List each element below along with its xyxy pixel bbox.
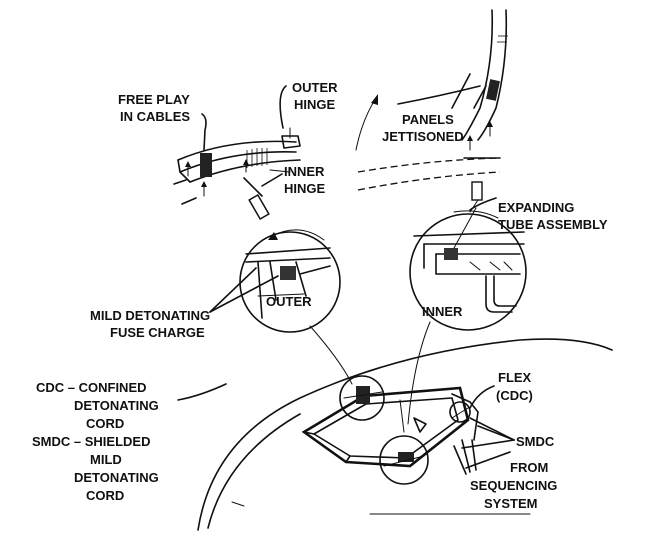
arrow-icon	[185, 159, 249, 197]
canopy-hinge-illustration	[173, 85, 301, 221]
label-panels-line2: JETTISONED	[382, 129, 464, 144]
label-from: FROM	[510, 460, 548, 475]
label-smdc-def-line2: MILD	[90, 452, 122, 467]
label-mdfc-line1: MILD DETONATING	[90, 308, 210, 323]
label-system: SYSTEM	[484, 496, 537, 511]
cable-bundle	[200, 148, 268, 177]
label-smdc-def-line4: CORD	[86, 488, 124, 503]
label-expanding-line1: EXPANDING	[498, 200, 574, 215]
label-flex-line1: FLEX	[498, 370, 532, 385]
detail-circle-outer	[239, 229, 341, 333]
label-mdfc-line2: FUSE CHARGE	[110, 325, 205, 340]
label-cdc-line2: DETONATING	[74, 398, 159, 413]
label-smdc-def-line3: DETONATING	[74, 470, 159, 485]
panels-jettisoned-illustration	[355, 9, 508, 213]
label-sequencing: SEQUENCING	[470, 478, 557, 493]
inner-hinge-piston	[243, 177, 270, 221]
label-flex-line2: (CDC)	[496, 388, 533, 403]
smdc-lines	[453, 439, 477, 475]
label-free-play-line1: FREE PLAY	[118, 92, 190, 107]
label-smdc: SMDC	[516, 434, 555, 449]
aircraft-fuselage	[177, 338, 613, 531]
label-panels-line1: PANELS	[402, 112, 454, 127]
label-outer-hinge-line1: OUTER	[292, 80, 338, 95]
label-outer-detail: OUTER	[266, 294, 312, 309]
label-smdc-def-line1: SMDC – SHIELDED	[32, 434, 150, 449]
label-inner-hinge-line2: HINGE	[284, 181, 326, 196]
detail-marker-circles	[339, 375, 471, 485]
label-inner-hinge-line1: INNER	[284, 164, 325, 179]
label-cdc-line1: CDC – CONFINED	[36, 380, 147, 395]
label-free-play-line2: IN CABLES	[120, 109, 190, 124]
leader-lines	[209, 197, 515, 469]
label-inner-detail: INNER	[422, 304, 463, 319]
label-cdc-line3: CORD	[86, 416, 124, 431]
detail-circle-inner	[409, 210, 527, 331]
canopy-frame	[301, 386, 479, 468]
label-outer-hinge-line2: HINGE	[294, 97, 336, 112]
arrow-icon	[467, 121, 493, 151]
label-expanding-line2: TUBE ASSEMBLY	[498, 217, 608, 232]
